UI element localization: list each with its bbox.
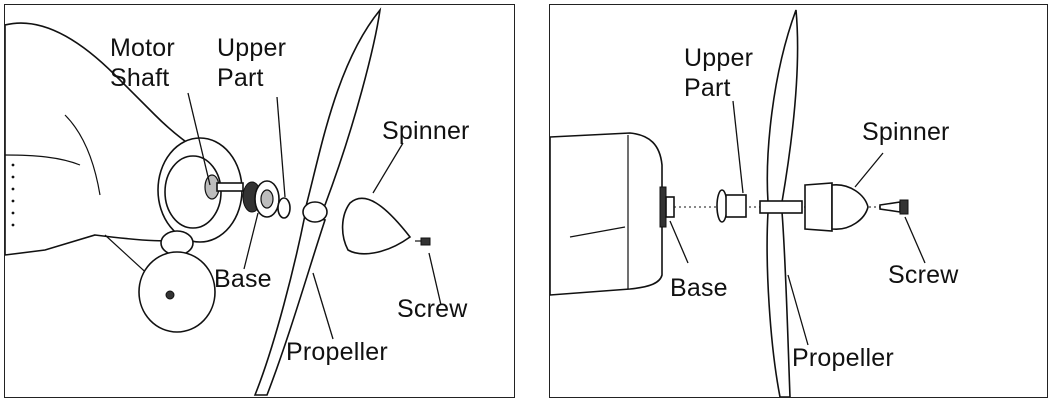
spinner — [804, 182, 869, 232]
leader-base — [669, 220, 689, 264]
label-spinner: Spinner — [862, 118, 950, 146]
label-motor-shaft-line-1: Motor — [110, 34, 175, 62]
propeller-hub — [302, 201, 328, 223]
label-upper-part-line-1: Upper — [217, 34, 287, 62]
leader-upper-part — [276, 96, 286, 198]
label-upper-part-line-2: Part — [684, 74, 731, 102]
left-illustration — [5, 7, 442, 396]
label-spinner: Spinner — [382, 117, 470, 145]
landing-wheel — [138, 251, 216, 333]
base-part — [242, 180, 280, 218]
motor-shaft — [216, 182, 244, 192]
leader-upper-part — [732, 100, 744, 194]
screw — [415, 237, 431, 246]
propeller-blade-bottom — [766, 211, 791, 397]
propeller-blade-top — [766, 9, 799, 203]
propeller-blade-top — [303, 7, 382, 212]
leader-propeller — [787, 274, 809, 346]
upper-part — [277, 197, 291, 219]
label-upper-part: Upper Part — [684, 43, 753, 103]
right-illustration — [550, 9, 926, 397]
label-base: Base — [214, 265, 272, 293]
spinner — [341, 197, 412, 255]
leader-base — [243, 212, 259, 270]
propeller-blade-bottom — [253, 214, 327, 396]
fuselage — [550, 132, 663, 296]
label-propeller: Propeller — [286, 338, 388, 366]
left-assembly-panel: Motor Shaft Upper Part Spinner Base Scre… — [4, 4, 515, 398]
upper-part — [716, 189, 747, 223]
wheel-axle — [165, 290, 175, 300]
label-motor-shaft-line-2: Shaft — [110, 64, 170, 92]
screw — [879, 199, 909, 215]
fuselage-panel-line — [569, 226, 626, 238]
propeller-hub — [759, 200, 803, 214]
label-propeller: Propeller — [792, 344, 894, 372]
leader-screw — [904, 216, 926, 264]
label-screw: Screw — [397, 295, 468, 323]
label-motor-shaft: Motor Shaft — [110, 33, 175, 93]
fuselage-panel-line-2 — [64, 114, 101, 196]
label-base: Base — [670, 274, 728, 302]
fuselage-panel-line — [5, 154, 81, 166]
label-upper-part-line-2: Part — [217, 64, 264, 92]
leader-screw — [428, 252, 442, 306]
label-screw: Screw — [888, 261, 959, 289]
fuselage-rivets — [11, 163, 15, 227]
label-upper-part-line-1: Upper — [684, 44, 754, 72]
base-part — [659, 186, 675, 228]
right-assembly-panel: Upper Part Spinner Base Screw Propeller — [549, 4, 1048, 398]
leader-motor-shaft — [187, 92, 211, 186]
leader-propeller — [312, 272, 334, 340]
label-upper-part: Upper Part — [217, 33, 286, 93]
leader-spinner — [854, 152, 884, 188]
leader-spinner — [372, 142, 404, 194]
